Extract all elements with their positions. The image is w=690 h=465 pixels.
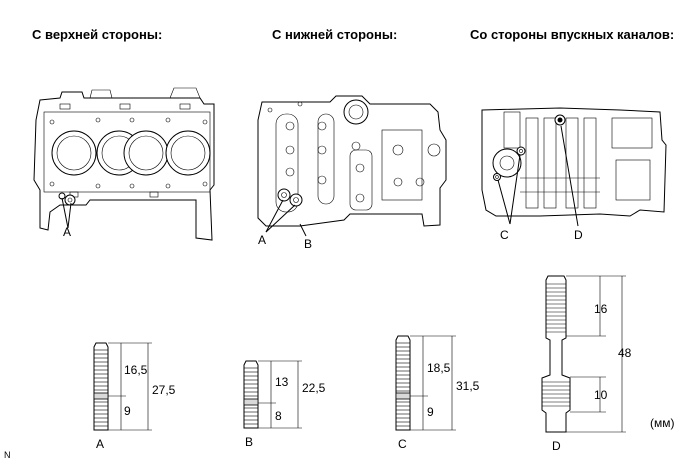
stud-a-lower-dim: 9	[124, 404, 131, 418]
bottom-view-block: A B	[257, 95, 447, 251]
stud-a-upper-dim: 16,5	[124, 363, 148, 377]
corner-mark: N	[4, 450, 11, 460]
stud-b-label: B	[245, 435, 253, 449]
stud-c-total-dim: 31,5	[456, 379, 480, 393]
intake-view-block: C D	[481, 107, 667, 242]
stud-c-upper-dim: 18,5	[427, 361, 451, 375]
stud-d-total-dim: 48	[618, 346, 632, 360]
stud-a: 16,5 9 27,5 A	[93, 342, 176, 451]
stud-b-lower-dim: 8	[275, 409, 282, 423]
stud-c-label: C	[398, 437, 407, 451]
top-view-block: A	[33, 87, 215, 241]
stud-d-lower-dim: 10	[594, 388, 608, 402]
bottom-view-callout-b: B	[304, 237, 312, 251]
stud-b-upper-dim: 13	[275, 375, 289, 389]
intake-view-callout-c: C	[500, 228, 509, 242]
stud-d-upper-dim: 16	[594, 302, 608, 316]
intake-view-callout-d: D	[574, 228, 583, 242]
stud-d-label: D	[552, 439, 561, 453]
bottom-view-heading: С нижней стороны:	[272, 27, 398, 42]
bottom-view-callout-a: A	[258, 233, 266, 247]
stud-a-total-dim: 27,5	[152, 383, 176, 397]
stud-b-total-dim: 22,5	[302, 381, 326, 395]
stud-c: 18,5 9 31,5 C	[395, 335, 480, 451]
top-view-heading: С верхней стороны:	[32, 27, 163, 42]
stud-a-label: A	[96, 437, 104, 451]
stud-d: 16 10 48 D	[541, 275, 632, 453]
unit-label: (мм)	[650, 416, 675, 430]
intake-view-heading: Со стороны впускных каналов:	[470, 27, 675, 42]
stud-b: 13 8 22,5 B	[243, 360, 326, 449]
stud-c-lower-dim: 9	[427, 405, 434, 419]
top-view-callout-a: A	[63, 225, 71, 239]
